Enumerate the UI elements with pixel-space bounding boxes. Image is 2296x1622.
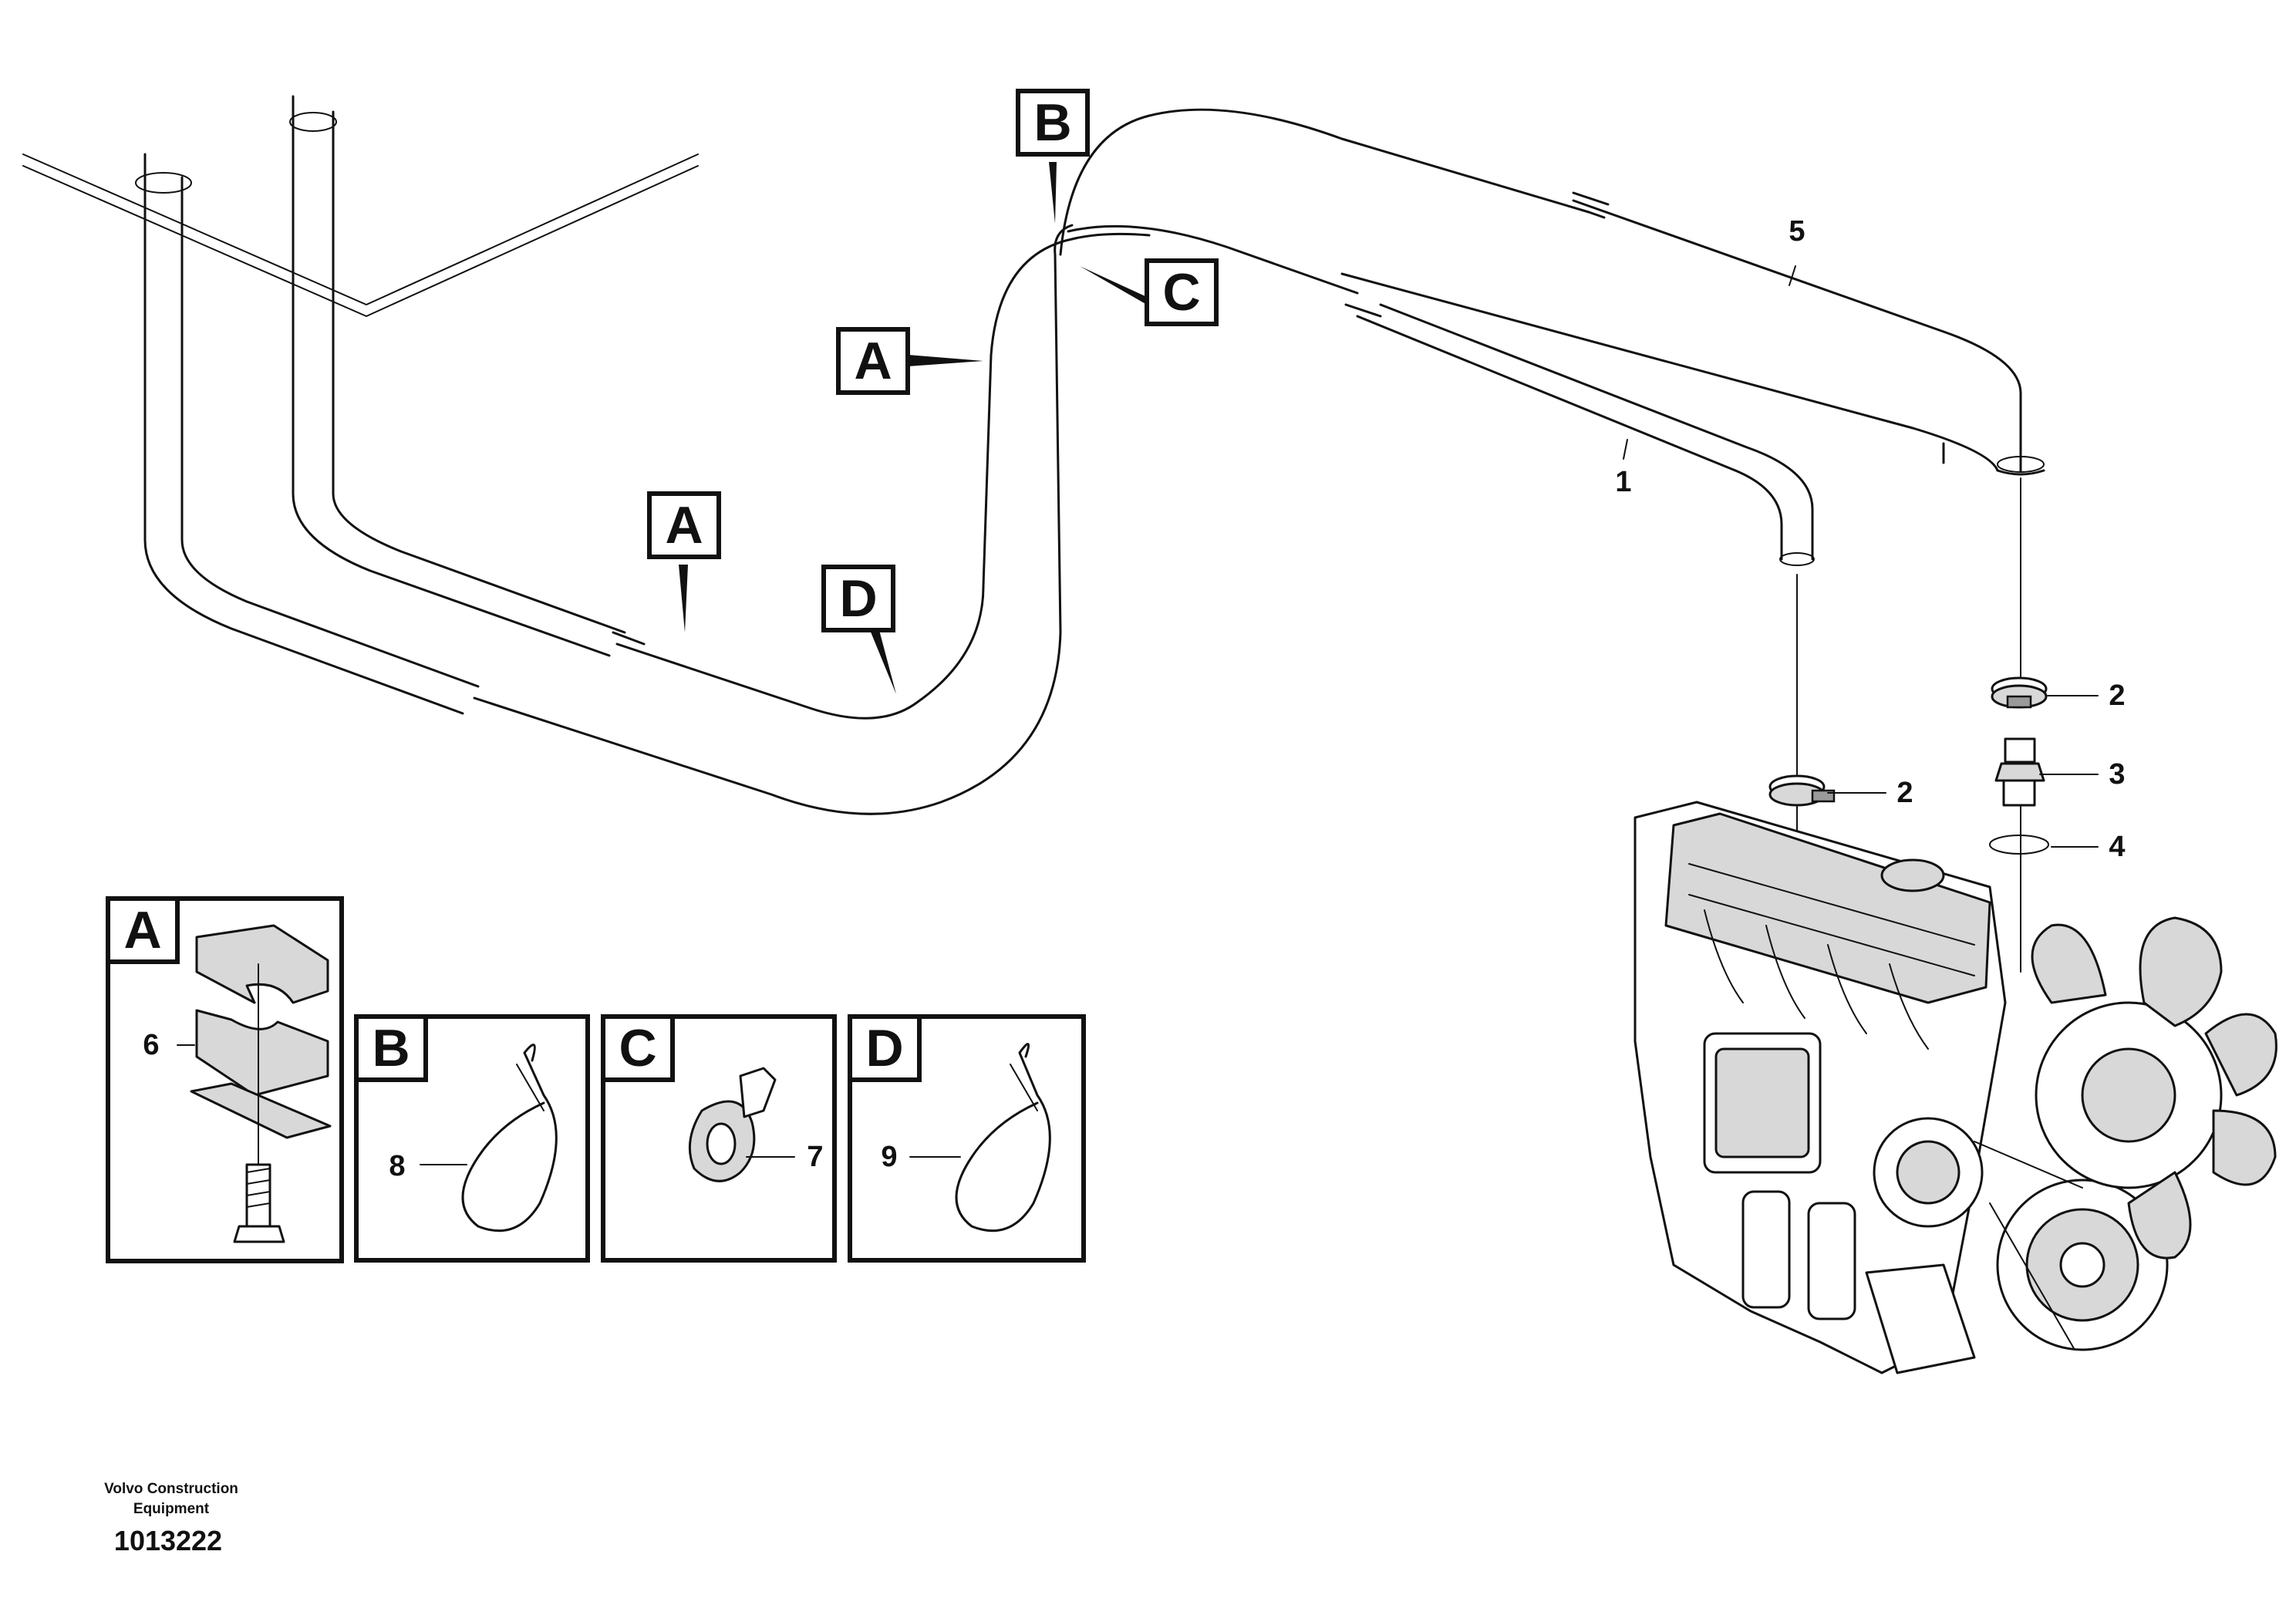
- pipe-opening-left: [135, 172, 192, 194]
- hose-routing: [135, 95, 2045, 815]
- part-number-4: 4: [2109, 831, 2125, 863]
- part-number-6: 6: [143, 1029, 159, 1061]
- part-number-2-lower: 2: [1896, 777, 1913, 809]
- callout-a-lower-label: A: [665, 496, 703, 555]
- detail-panel-b: B 8: [354, 1014, 590, 1263]
- detail-a-label: A: [123, 901, 161, 959]
- detail-panel-c: C 7: [601, 1014, 837, 1263]
- part-number-9: 9: [881, 1141, 897, 1173]
- detail-panel-a: A 6: [106, 896, 344, 1263]
- part-labels-main: 5 1 2 3 4 2: [1615, 215, 2125, 863]
- part-number-7: 7: [807, 1141, 823, 1173]
- o-ring: [1989, 835, 2049, 855]
- document-number: 1013222: [114, 1525, 222, 1556]
- callout-b-label: B: [1033, 93, 1071, 152]
- engine: [1633, 801, 2277, 1374]
- callout-a-upper-label: A: [854, 332, 892, 390]
- detail-c-label: C: [619, 1019, 656, 1077]
- callout-a-lower: A: [647, 491, 721, 632]
- footer: Volvo Construction Equipment 1013222: [104, 1481, 238, 1556]
- nipple-fitting: [1994, 737, 2045, 807]
- part-number-2-upper: 2: [2109, 679, 2125, 712]
- callout-a-upper: A: [836, 327, 983, 395]
- company-name-line1: Volvo Construction: [104, 1481, 238, 1497]
- callout-d-label: D: [839, 569, 877, 628]
- frame-outline: [22, 153, 699, 317]
- detail-panel-d: D 9: [848, 1014, 1086, 1263]
- company-name-line2: Equipment: [133, 1501, 210, 1517]
- part-number-8: 8: [389, 1150, 405, 1182]
- detail-b-label: B: [372, 1019, 410, 1077]
- callout-c: C: [1080, 258, 1219, 326]
- pipe-opening-right: [289, 112, 337, 132]
- part-number-5: 5: [1789, 215, 1805, 248]
- part-number-3: 3: [2109, 758, 2125, 791]
- hose-clamp-upper: [1991, 676, 2048, 709]
- callout-b: B: [1016, 89, 1090, 224]
- callout-d: D: [821, 565, 896, 694]
- hose-clamp-lower: [1768, 774, 1836, 807]
- detail-d-label: D: [865, 1019, 903, 1077]
- callout-c-label: C: [1162, 263, 1200, 322]
- part-number-1: 1: [1615, 466, 1631, 498]
